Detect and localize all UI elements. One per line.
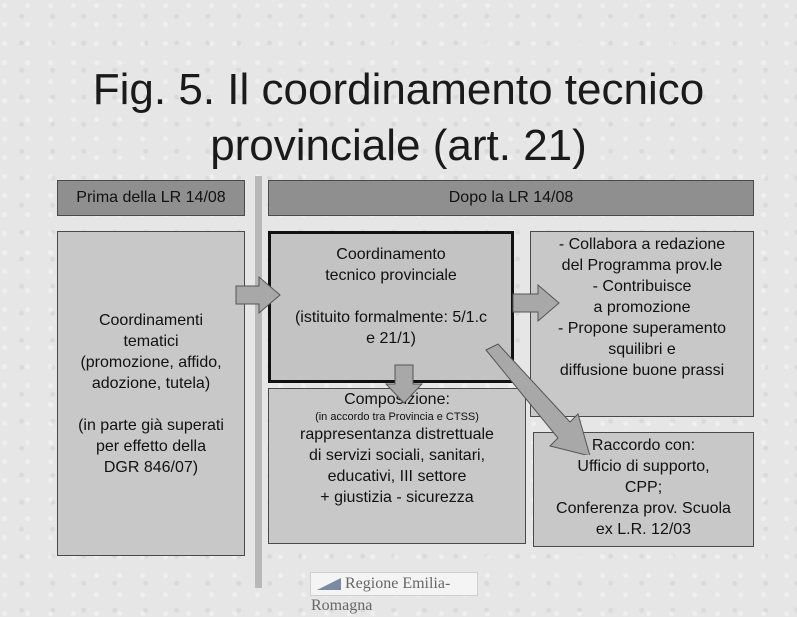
provincial-coordination-box: Coordinamento tecnico provinciale (istit… xyxy=(268,231,514,383)
liaison-line: Raccordo con: xyxy=(591,437,696,454)
title-line-1: Fig. 5. Il coordinamento tecnico xyxy=(92,65,705,114)
arrow-left-to-center xyxy=(235,276,281,314)
composition-box: Composizione: (in accordo tra Provincia … xyxy=(268,388,526,544)
functions-box: - Collabora a redazione del Programma pr… xyxy=(530,231,754,417)
functions-line: - Collabora a redazione xyxy=(558,236,726,253)
center-note-line: e 21/1) xyxy=(366,330,416,347)
composition-line: educativi, III settore xyxy=(327,468,467,485)
arrow-diagonal-to-liaison xyxy=(485,343,591,455)
left-line: Coordinamenti xyxy=(98,311,204,329)
functions-line: - Propone superamento xyxy=(557,320,727,337)
arrow-center-to-right xyxy=(512,284,560,322)
composition-line: di servizi sociali, sanitari, xyxy=(308,447,486,464)
left-note-line: (in parte già superati xyxy=(78,416,224,434)
arrow-center-down xyxy=(385,364,423,404)
thematic-coordination-box: Coordinamenti tematici (promozione, affi… xyxy=(57,231,245,556)
functions-line: - Contribuisce xyxy=(592,278,692,295)
liaison-line: ex L.R. 12/03 xyxy=(595,521,692,538)
center-line: Coordinamento xyxy=(336,246,446,263)
composition-small-note: (in accordo tra Provincia e CTSS) xyxy=(315,411,479,423)
liaison-line: Conferenza prov. Scuola xyxy=(556,500,731,517)
composition-line: rappresentanza distrettuale xyxy=(300,426,494,443)
title-line-2: provinciale (art. 21) xyxy=(210,121,587,170)
functions-line: diffusione buone prassi xyxy=(559,362,725,379)
functions-line: squilibri e xyxy=(608,341,676,358)
region-logo: Regione Emilia-Romagna xyxy=(310,572,478,614)
liaison-line: Ufficio di supporto, xyxy=(577,458,710,475)
region-logo-mark-icon xyxy=(317,578,341,591)
vertical-divider xyxy=(255,176,262,588)
composition-heading: Composizione: xyxy=(344,391,450,408)
functions-line: del Programma prov.le xyxy=(561,257,723,274)
left-line: tematici xyxy=(123,332,179,350)
left-line: adozione, tutela) xyxy=(91,374,211,392)
left-note-line: per effetto della xyxy=(95,437,206,455)
center-line: tecnico provinciale xyxy=(325,267,457,284)
liaison-box: Raccordo con: Ufficio di supporto, CPP; … xyxy=(533,432,754,547)
functions-line: a promozione xyxy=(593,299,691,316)
center-note-line: (istituito formalmente: 5/1.c xyxy=(294,309,488,326)
left-note-line: DGR 846/07) xyxy=(103,458,199,476)
header-before: Prima della LR 14/08 xyxy=(57,180,245,216)
slide-title: Fig. 5. Il coordinamento tecnico provinc… xyxy=(0,62,797,174)
liaison-line: CPP; xyxy=(624,479,663,496)
left-line: (promozione, affido, xyxy=(80,353,222,371)
header-after: Dopo la LR 14/08 xyxy=(268,180,754,216)
composition-line: + giustizia - sicurezza xyxy=(320,489,474,506)
